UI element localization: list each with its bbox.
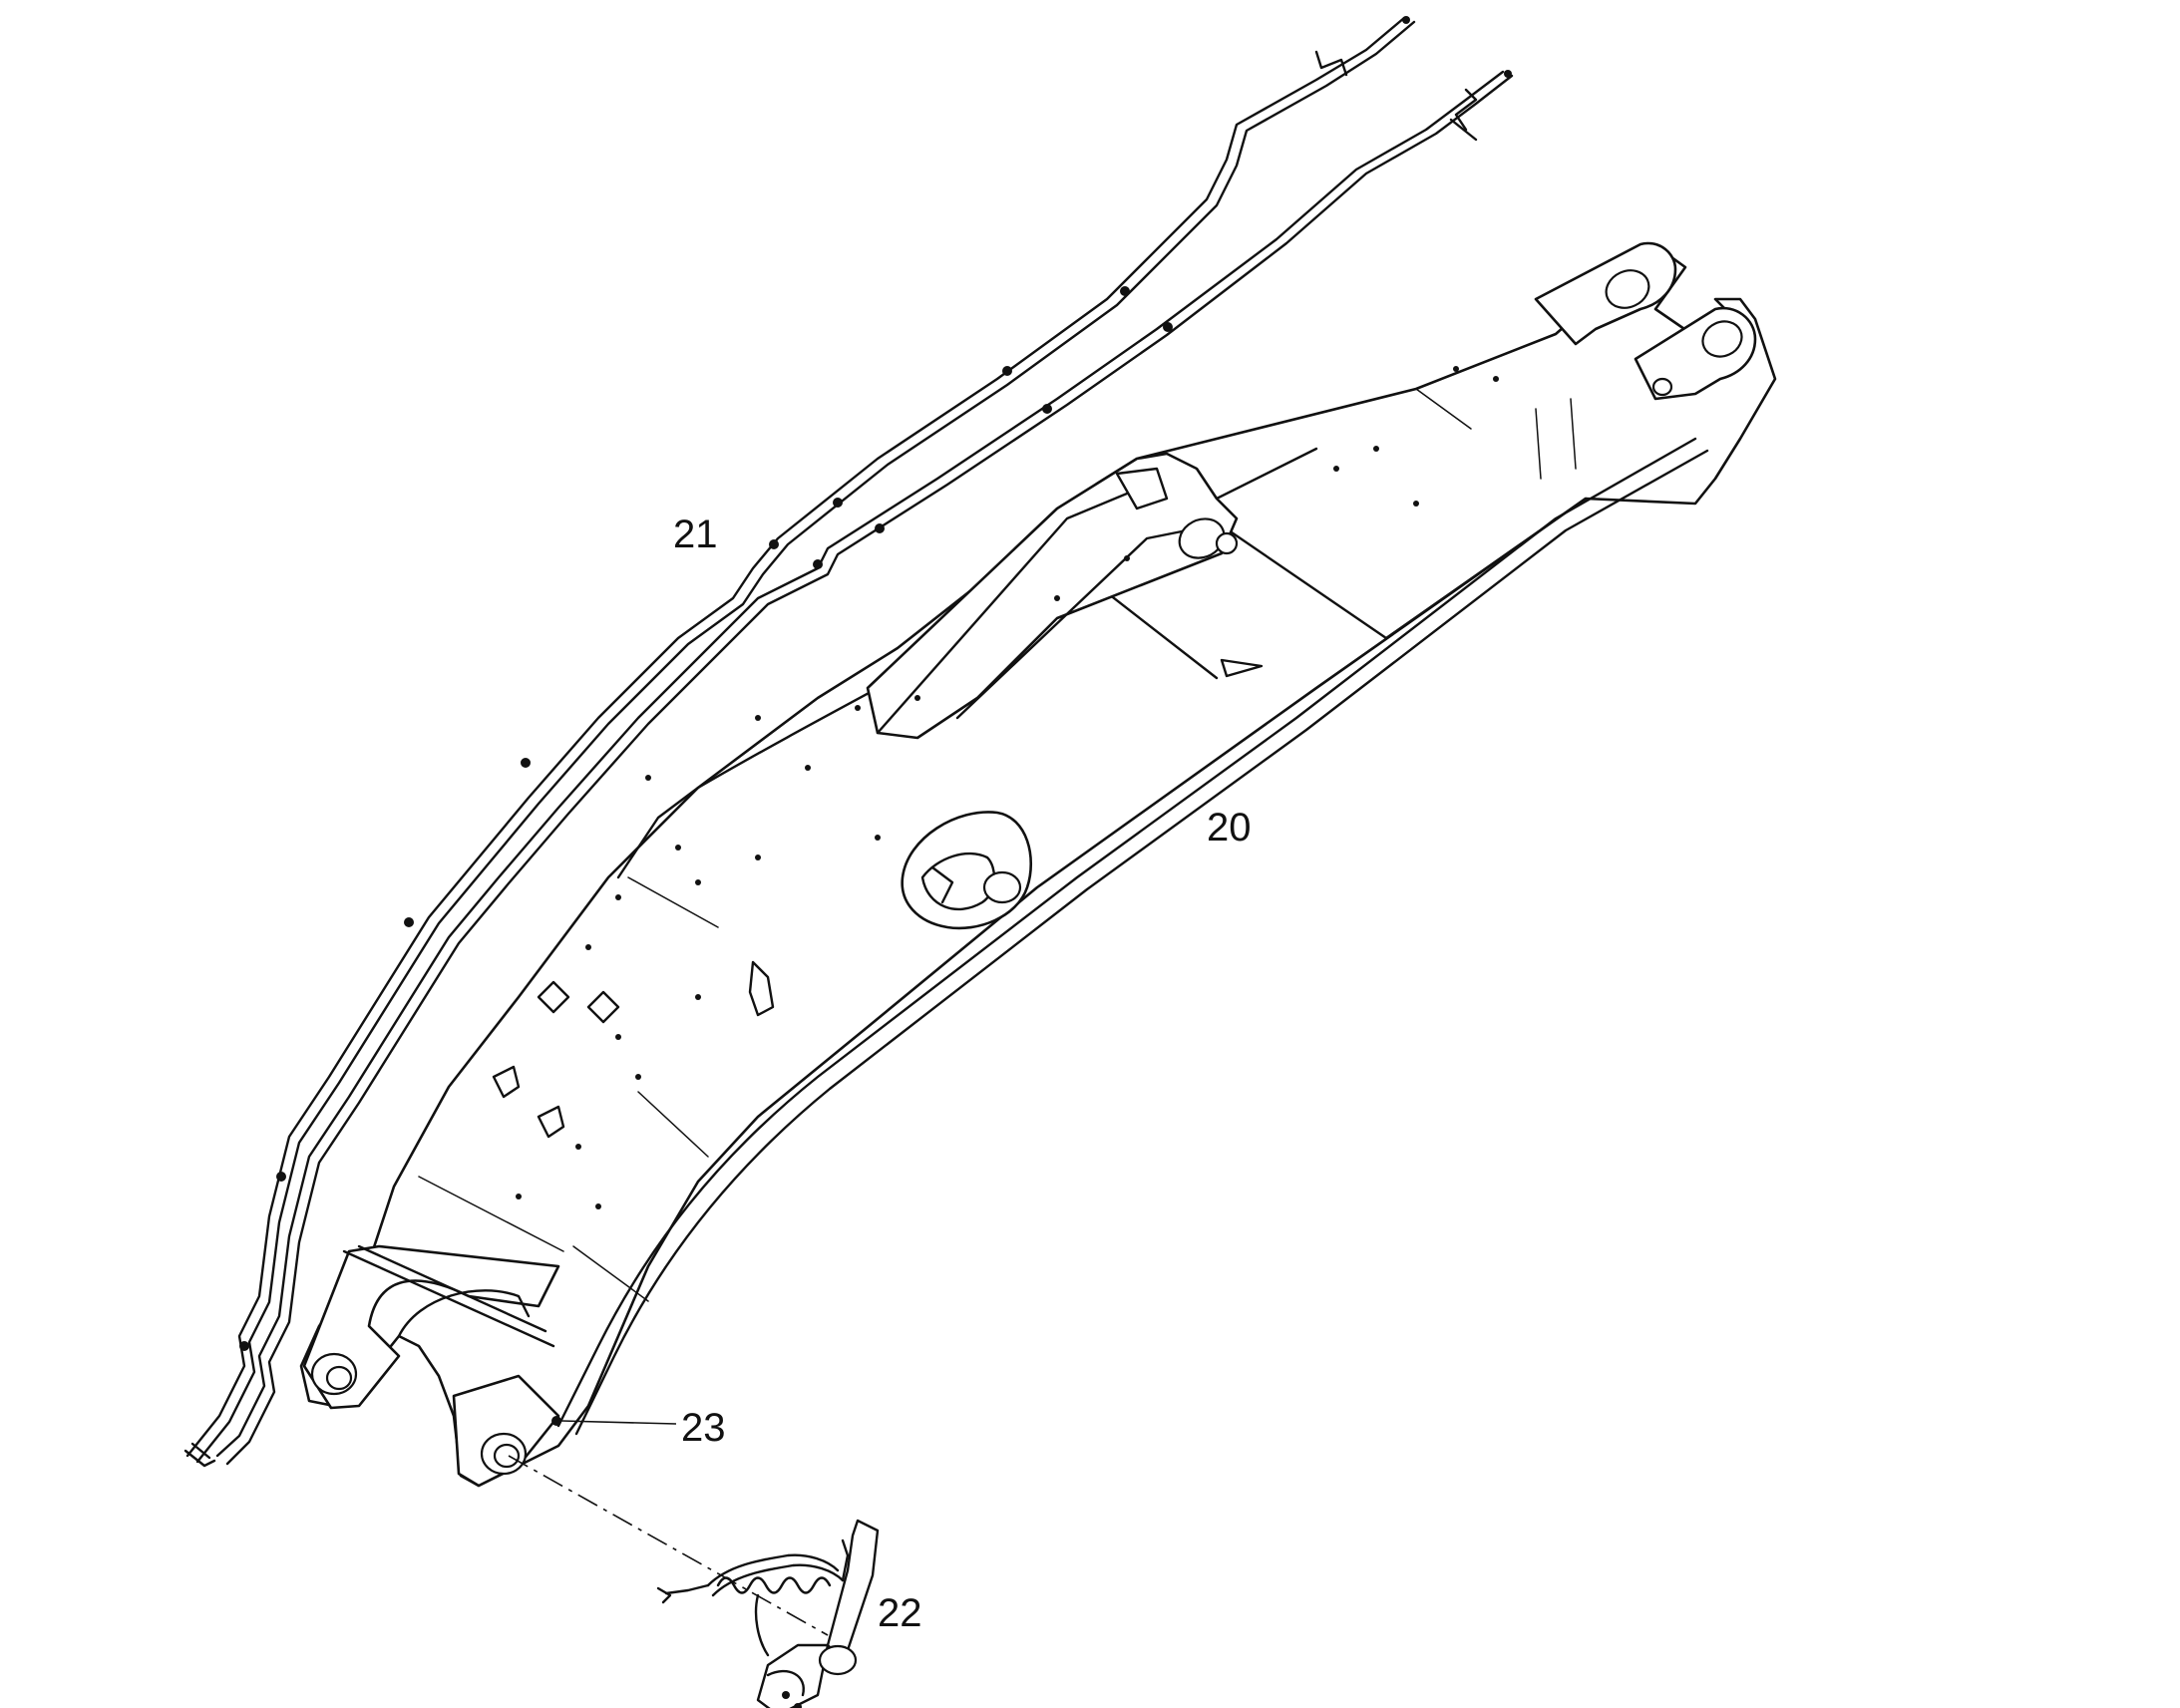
grease-fitting [551,1416,677,1426]
callout-22: 22 [878,1591,922,1635]
callout-20: 20 [1207,806,1252,850]
callout-23: 23 [681,1406,726,1450]
hydraulic-lines [183,16,1514,1468]
sensor-assembly [508,1455,880,1708]
boom-fastener-dots [516,366,1499,1209]
callout-21: 21 [673,512,718,556]
boom-arm [299,241,1777,1488]
